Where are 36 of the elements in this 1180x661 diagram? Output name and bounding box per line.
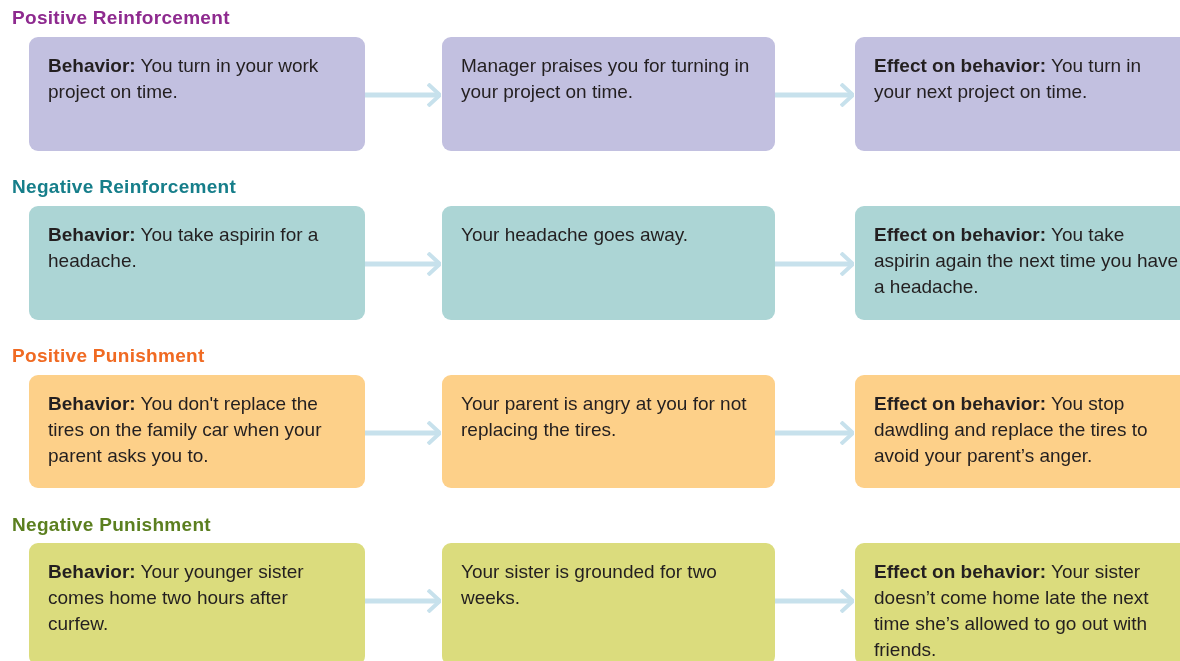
arrow [365,588,442,614]
section-heading: Positive Punishment [12,345,205,367]
process-box [855,375,1180,488]
box-text: Your sister is grounded for two weeks. [461,560,718,610]
process-box [442,375,775,488]
arrow [775,588,855,614]
arrow [365,420,442,446]
section-heading: Negative Reinforcement [12,176,237,198]
box-text: Effect on behavior: You stop dawdling and replace the tires to avoid your parent’s anger. [874,392,1149,468]
arrow [365,82,442,108]
section-heading: Positive Reinforcement [12,7,230,29]
process-box [855,206,1180,320]
arrow [775,420,855,446]
box-text: Manager praises you for turning in your project on time. [461,54,751,104]
box-text: Your headache goes away. [461,223,690,247]
process-box [29,37,365,151]
process-box [442,37,775,151]
box-text: Effect on behavior: You turn in your next project on time. [874,54,1143,104]
process-box [442,206,775,320]
section-heading: Negative Punishment [12,514,211,536]
box-text: Effect on behavior: Your sister doesn’t come home late the next time she’s allowed to go out with friends. [874,560,1150,661]
box-text: Your parent is angry at you for not replacing the tires. [461,392,748,442]
process-box [29,206,365,320]
box-text: Behavior: Your younger sister comes home two hours after curfew. [48,560,305,636]
process-box [855,543,1180,661]
process-box [29,375,365,488]
box-text: Behavior: You turn in your work project on time. [48,54,320,104]
box-text: Behavior: You take aspirin for a headache. [48,223,320,273]
process-box [442,543,775,661]
arrow [365,251,442,277]
box-text: Behavior: You don't replace the tires on the family car when your parent asks you to. [48,392,323,468]
process-box [29,543,365,661]
arrow [775,82,855,108]
box-text: Effect on behavior: You take aspirin again the next time you have a headache. [874,223,1180,299]
arrow [775,251,855,277]
process-box [855,37,1180,151]
